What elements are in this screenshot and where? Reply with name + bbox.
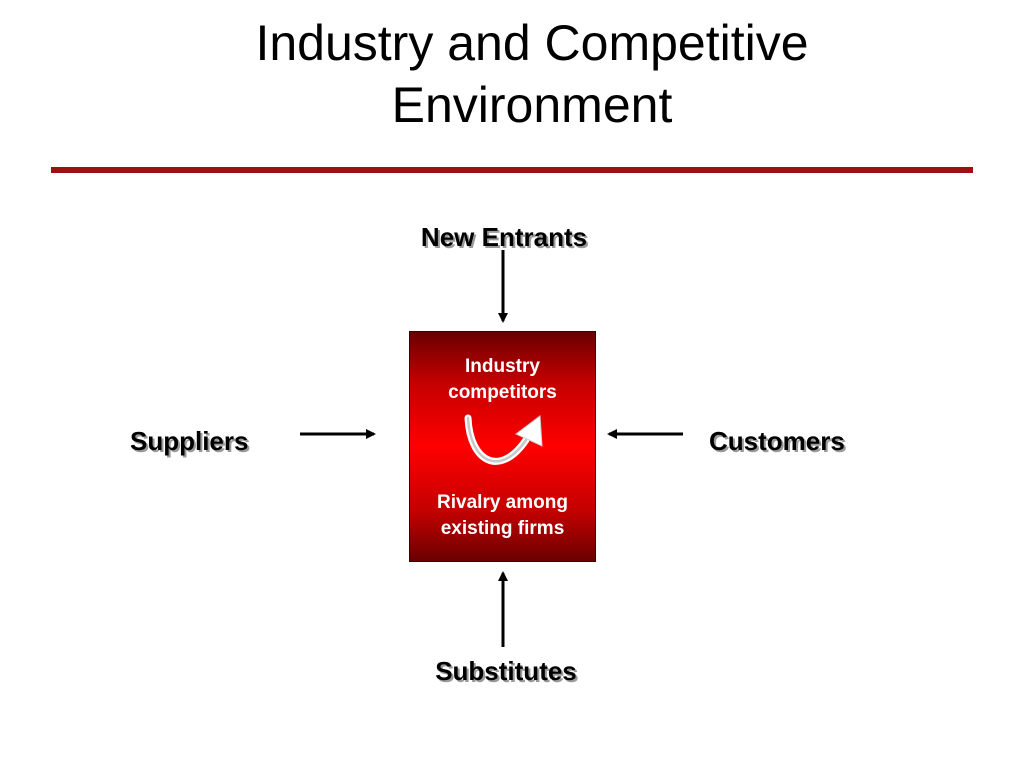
box-caption-line-2: existing firms xyxy=(440,518,565,539)
box-heading-line-1: Industry xyxy=(465,356,540,377)
label-customers: Customers xyxy=(709,426,845,456)
title-line-2: Environment xyxy=(391,77,673,133)
industry-competitors-box: Industry competitors Rivalry among exist… xyxy=(409,331,596,562)
title-line-1: Industry and Competitive xyxy=(255,15,809,71)
box-heading: Industry competitors xyxy=(410,354,595,406)
label-substitutes: Substitutes xyxy=(435,656,577,686)
title-divider xyxy=(51,167,973,173)
box-heading-line-2: competitors xyxy=(448,382,557,403)
box-caption: Rivalry among existing firms xyxy=(410,490,595,542)
box-caption-line-1: Rivalry among xyxy=(437,492,568,513)
label-suppliers: Suppliers xyxy=(130,426,249,456)
slide-title: Industry and Competitive Environment xyxy=(120,12,944,136)
label-new-entrants: New Entrants xyxy=(420,222,588,252)
curved-arrow-icon xyxy=(464,414,543,465)
